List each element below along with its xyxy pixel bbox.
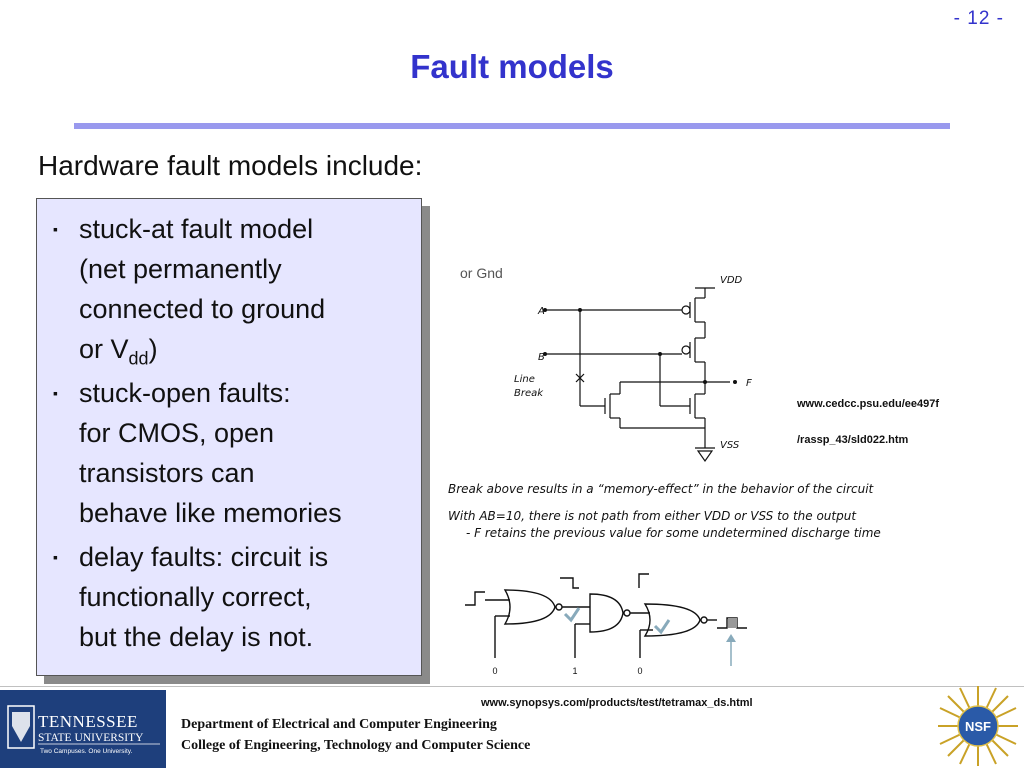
bullet-text: delay faults: circuit is functionally co… — [79, 542, 329, 652]
bullet-item: ▪ stuck-at fault model (net permanently … — [53, 209, 413, 369]
bullet-icon: ▪ — [53, 549, 58, 565]
bullet-icon: ▪ — [53, 221, 58, 237]
arrow-up-icon — [726, 634, 736, 642]
reference-link: /rassp_43/sld022.htm — [797, 434, 909, 446]
bullet-icon: ▪ — [53, 385, 58, 401]
input-a-label: A — [537, 306, 545, 317]
gate-chain-diagram: 0 1 0 — [465, 573, 747, 676]
bullet-text: stuck-at fault model (net permanently co… — [79, 214, 326, 369]
note-text: With AB=10, there is not path from eithe… — [448, 509, 857, 523]
footer-divider — [0, 686, 1024, 687]
slide-title: Fault models — [410, 48, 614, 85]
cmos-circuit-diagram: or Gnd — [460, 265, 752, 463]
bullet-item: ▪ stuck-open faults: for CMOS, open tran… — [53, 373, 413, 533]
reference-link: www.synopsys.com/products/test/tetramax_… — [481, 697, 753, 709]
intro-text: Hardware fault models include: — [38, 150, 423, 181]
line-break-label: Break — [514, 388, 544, 399]
clipped-text: or Gnd — [460, 265, 503, 281]
line-break-label: Line — [514, 374, 535, 385]
logo-line2: STATE UNIVERSITY — [38, 732, 144, 744]
tsu-logo: TENNESSEE STATE UNIVERSITY Two Campuses.… — [0, 690, 166, 768]
college-line: College of Engineering, Technology and C… — [181, 738, 531, 753]
department-line: Department of Electrical and Computer En… — [181, 717, 497, 732]
bullet-text: stuck-open faults: for CMOS, open transi… — [79, 378, 342, 528]
tsu-emblem-icon: TENNESSEE STATE UNIVERSITY Two Campuses.… — [7, 705, 160, 755]
bullet-item: ▪ delay faults: circuit is functionally … — [53, 537, 413, 657]
gate-input-value: 0 — [492, 666, 497, 676]
gate-input-value: 1 — [572, 666, 577, 676]
bullet-box: ▪ stuck-at fault model (net permanently … — [36, 198, 422, 676]
vdd-label: VDD — [720, 275, 743, 286]
input-b-label: B — [538, 352, 545, 363]
gate-input-value: 0 — [637, 666, 642, 676]
note-text: - F retains the previous value for some … — [466, 526, 881, 540]
title-divider — [74, 123, 950, 129]
logo-tagline: Two Campuses. One University. — [40, 748, 133, 755]
nsf-logo-text: NSF — [965, 719, 991, 734]
reference-link: www.cedcc.psu.edu/ee497f — [797, 398, 940, 410]
nsf-logo-icon: NSF — [938, 686, 1018, 766]
vss-label: VSS — [720, 440, 740, 451]
note-text: Break above results in a “memory-effect”… — [448, 482, 874, 496]
output-pulse-icon — [728, 618, 737, 628]
logo-line1: TENNESSEE — [38, 712, 138, 731]
output-f-label: F — [746, 378, 752, 389]
page-number: - 12 - — [953, 8, 1004, 29]
